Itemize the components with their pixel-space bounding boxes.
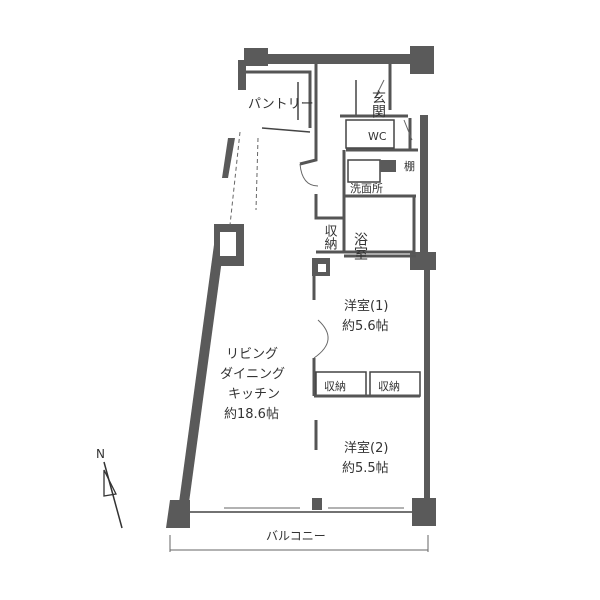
compass-icon: N <box>96 447 123 529</box>
room-labels: パントリー 玄関 WC 棚 洗面所 浴室 収納 洋室(1) 約5.6帖 リビング… <box>220 89 415 543</box>
compass-north-label: N <box>96 447 105 461</box>
outer-walls <box>166 46 436 528</box>
western-room-2-size: 約5.5帖 <box>342 461 389 476</box>
storage-a-label: 収納 <box>324 380 346 393</box>
bath-label: 浴室 <box>352 232 368 260</box>
western-room-2-name: 洋室(2) <box>344 440 388 456</box>
washroom-label: 洗面所 <box>350 182 383 195</box>
ldk-size: 約18.6帖 <box>224 407 279 422</box>
western-room-1-size: 約5.6帖 <box>342 319 389 334</box>
wc-label: WC <box>368 130 387 143</box>
balcony-label: バルコニー <box>266 529 326 543</box>
entrance-label: 玄関 <box>370 89 386 119</box>
ldk-label-line3: キッチン <box>228 387 280 402</box>
interior-walls <box>169 64 429 552</box>
ldk-label-line2: ダイニング <box>220 367 285 382</box>
ldk-label-line1: リビング <box>226 347 278 362</box>
storage-b-label: 収納 <box>378 380 400 393</box>
shelf-label: 棚 <box>404 159 415 173</box>
pantry-label: パントリー <box>248 97 314 112</box>
storage-main-label: 収納 <box>322 224 338 251</box>
western-room-1-name: 洋室(1) <box>344 298 388 314</box>
